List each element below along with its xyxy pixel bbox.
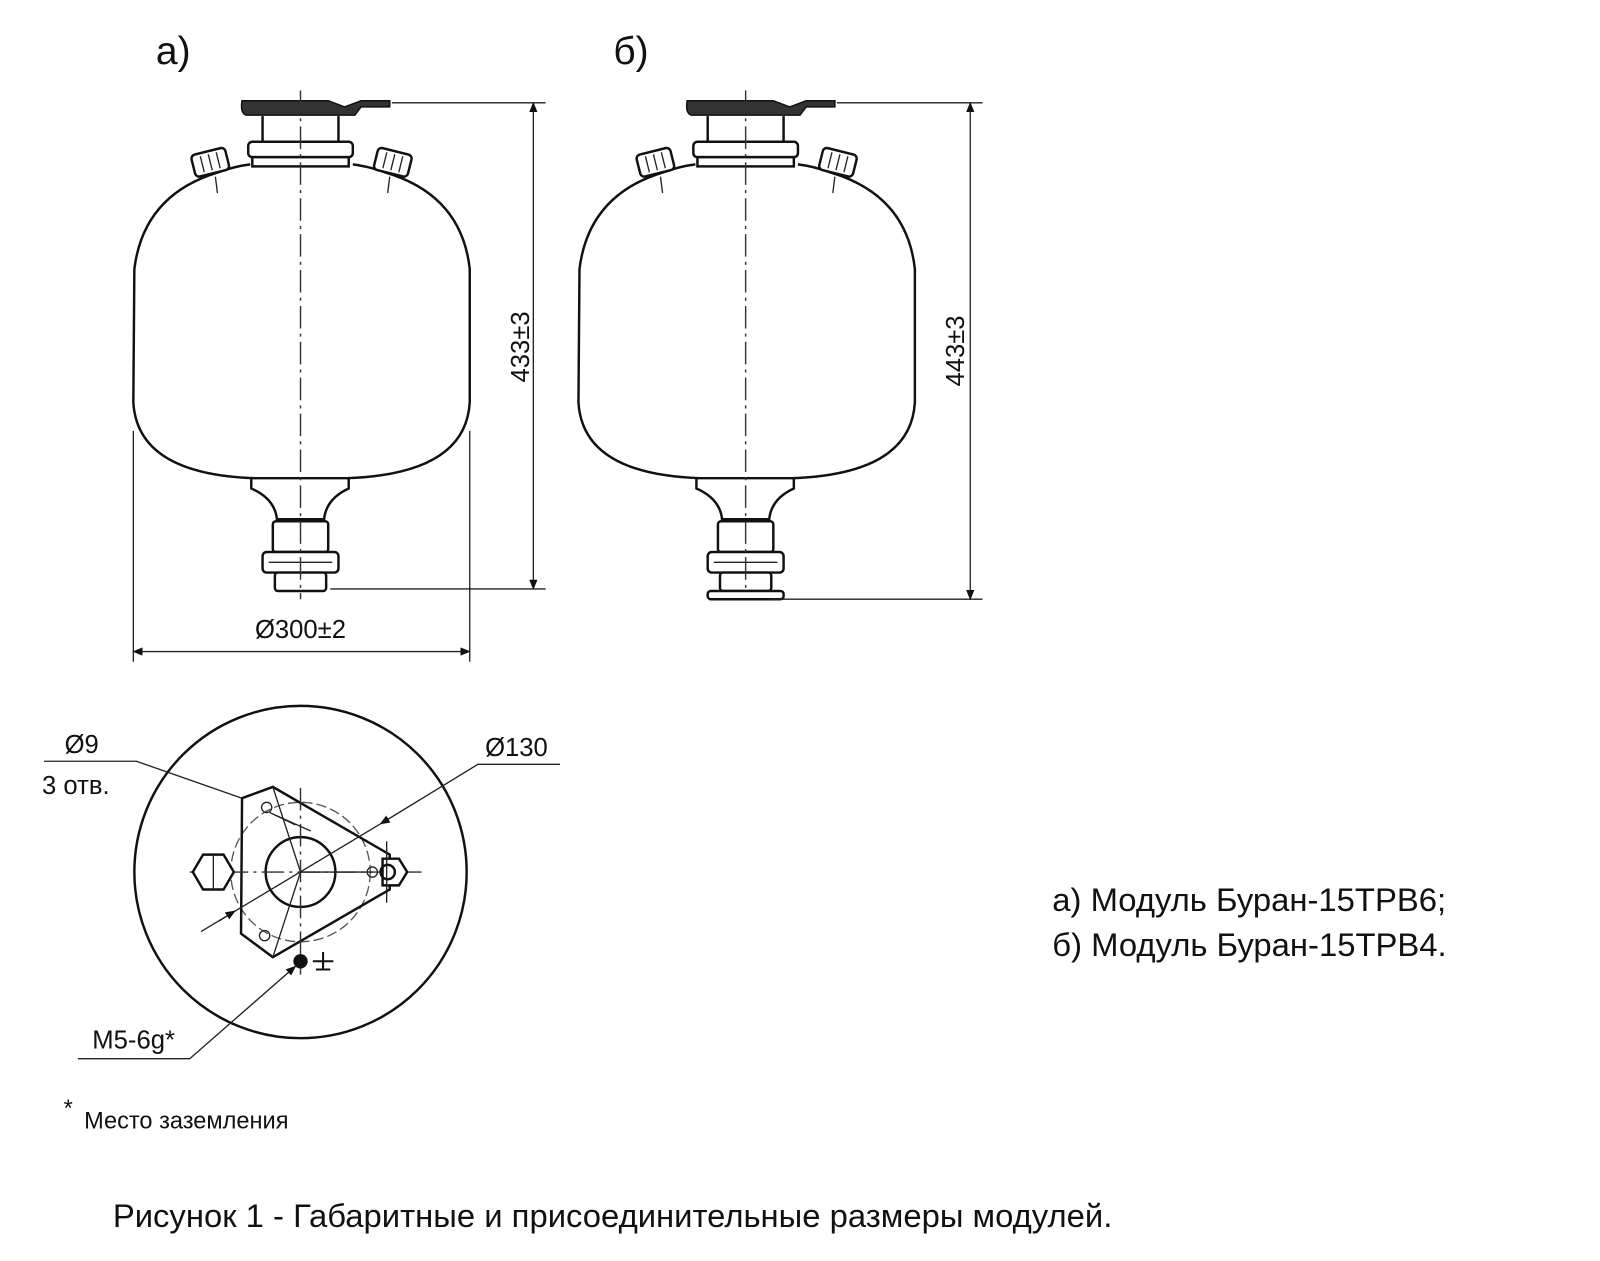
hole-diameter-label: Ø9 [65, 731, 99, 759]
height-dimension-b: 443±3 [942, 315, 970, 386]
ground-icon [312, 952, 334, 971]
height-dimension-a: 433±3 [507, 311, 535, 382]
view-b-label: б) [613, 30, 648, 73]
legend-item-a: а) Модуль Буран-15ТРВ6; [1052, 881, 1446, 918]
figure-caption: Рисунок 1 - Габаритные и присоединительн… [113, 1197, 1112, 1234]
thread-label: M5-6g* [92, 1026, 175, 1054]
view-a-label: а) [156, 30, 191, 73]
ground-point [293, 954, 308, 969]
hole-count-label: 3 отв. [42, 772, 110, 800]
pitch-circle-label: Ø130 [485, 734, 548, 762]
bottom-view: Ø9 3 отв. Ø130 M5-6g* [42, 704, 560, 1060]
diameter-dimension: Ø300±2 [255, 616, 346, 644]
vessel-view-a: а) 433±3 Ø300±2 [132, 30, 546, 662]
footnote-mark: * [64, 1095, 73, 1121]
legend-item-b: б) Модуль Буран-15ТРВ4. [1052, 926, 1446, 963]
vessel-view-b: б) 443±3 [577, 30, 983, 601]
footnote-text: Место заземления [84, 1107, 288, 1133]
